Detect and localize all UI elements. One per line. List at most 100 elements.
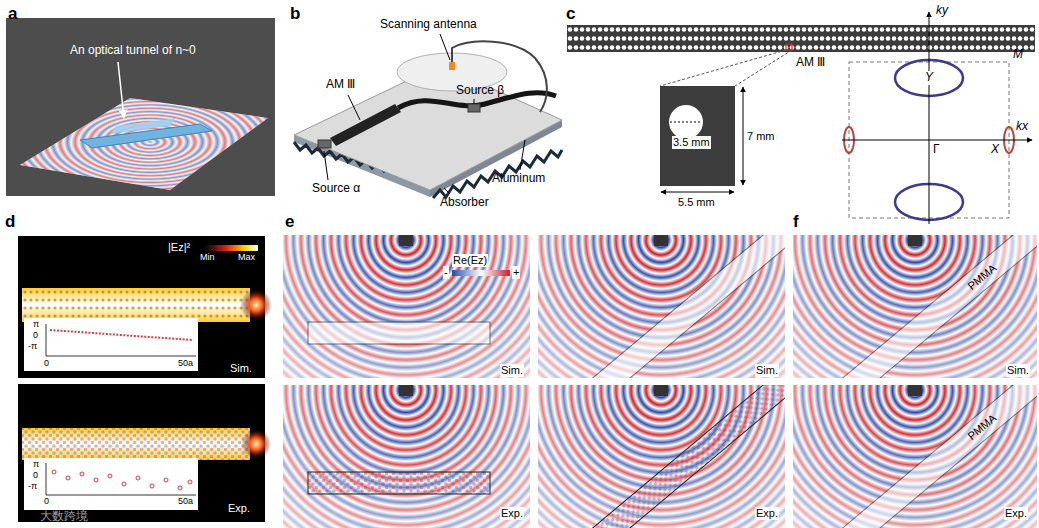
dim-line [743,87,744,185]
figure-part [164,478,168,482]
bright-slab [22,428,250,460]
source-beta-box [468,104,480,112]
tick-label: 0 [44,358,49,368]
axis-label: kx [1016,120,1028,134]
tick-label: π [33,459,39,469]
colorbar-label: Max [238,252,255,262]
subpanel-tag: Sim. [500,364,524,377]
colorbar-label: Min [200,252,215,262]
figure-part [108,474,112,478]
colorbar-label: + [512,266,520,279]
field-map-sim [18,236,265,378]
unit-cell [660,86,735,186]
source-alpha-box [318,140,331,148]
panel-letter: f [793,212,799,232]
figure-part [283,385,530,528]
output-glow [241,429,271,459]
figure-part [283,235,530,378]
air-hole [669,105,703,139]
tick-label: 0 [33,470,38,480]
panel-letter: e [285,212,294,232]
leader-line [520,140,525,170]
point-label: X [991,143,999,157]
tick-label: 0 [33,330,38,340]
zoom-marker [786,44,792,50]
zoom-line [735,50,792,86]
subpanel-tag: Sim. [1006,364,1030,377]
dimension: 5.5 mm [678,196,715,209]
panel-letter: a [8,4,17,24]
phase-points [52,470,192,490]
ky-axis [929,12,930,224]
leader-line [348,95,360,120]
dimension: 3.5 mm [672,136,711,149]
antenna-tip [449,62,455,70]
part-label: AM Ⅲ [796,56,825,70]
subpanel-tag: Exp. [228,502,250,515]
figure-part [188,480,192,484]
point-label: M [1013,48,1023,62]
slab-outline [583,235,785,378]
colorbar [452,270,510,276]
source [399,385,413,396]
zoom-line [660,50,786,86]
part-label: Source α [312,182,360,196]
subpanel-tag: Exp. [1004,507,1028,520]
source [908,235,922,246]
inset-axis [46,356,196,357]
figure-part [66,476,70,480]
figure-part [283,385,530,528]
figure-part [94,478,98,482]
tick-label: 50a [178,358,193,368]
figure-part [283,235,530,378]
figure-part [52,470,56,474]
tick-label: π [33,319,39,329]
leader-line [324,151,328,180]
bright-slab [22,288,250,322]
panel-letter: c [566,4,575,24]
tick-label: -π [28,481,37,491]
leader-line [474,99,475,103]
tick-label: 50a [178,496,193,506]
figure-part [283,235,530,378]
panel-c-illustration [567,12,1035,224]
part-label: Aluminum [492,172,545,186]
part-label: AM Ⅲ [326,78,355,92]
subpanel-tag: Exp. [755,507,779,520]
phase-inset [24,318,198,371]
slab-speckle [22,428,250,460]
figure-part [122,482,126,486]
panel-a-illustration [0,18,350,232]
tick-label: -π [28,341,37,351]
hole-strip [567,25,1035,52]
colorbar-label: |Ez|² [168,241,190,254]
leader-line [444,188,450,194]
antenna-cable [452,41,547,112]
phase-inset [24,458,198,510]
slab-outline [308,322,490,344]
figure-part [283,385,530,528]
watermark: 大数跨境 [40,510,88,524]
panel-letter: b [290,4,300,24]
figure-part [150,484,154,488]
axis-label: ky [936,4,948,18]
source [654,385,668,396]
pmma-slab [833,235,1037,378]
point-label: Y [924,71,934,85]
source [908,385,922,396]
source [399,235,413,246]
kx-axis [842,140,1032,141]
figure-part [283,235,530,378]
annotation: Scanning antenna [380,18,477,32]
panel-e-f-illustration [276,219,1039,405]
annotation: An optical tunnel of n~0 [70,44,196,58]
figure-part [80,472,84,476]
source [654,235,668,246]
colorbar-label: - [443,266,449,279]
figure-part [793,235,1037,378]
colorbar-label: Re(Ez) [452,254,488,267]
panel-d-illustration [18,236,272,522]
panel-b-illustration [294,34,562,198]
